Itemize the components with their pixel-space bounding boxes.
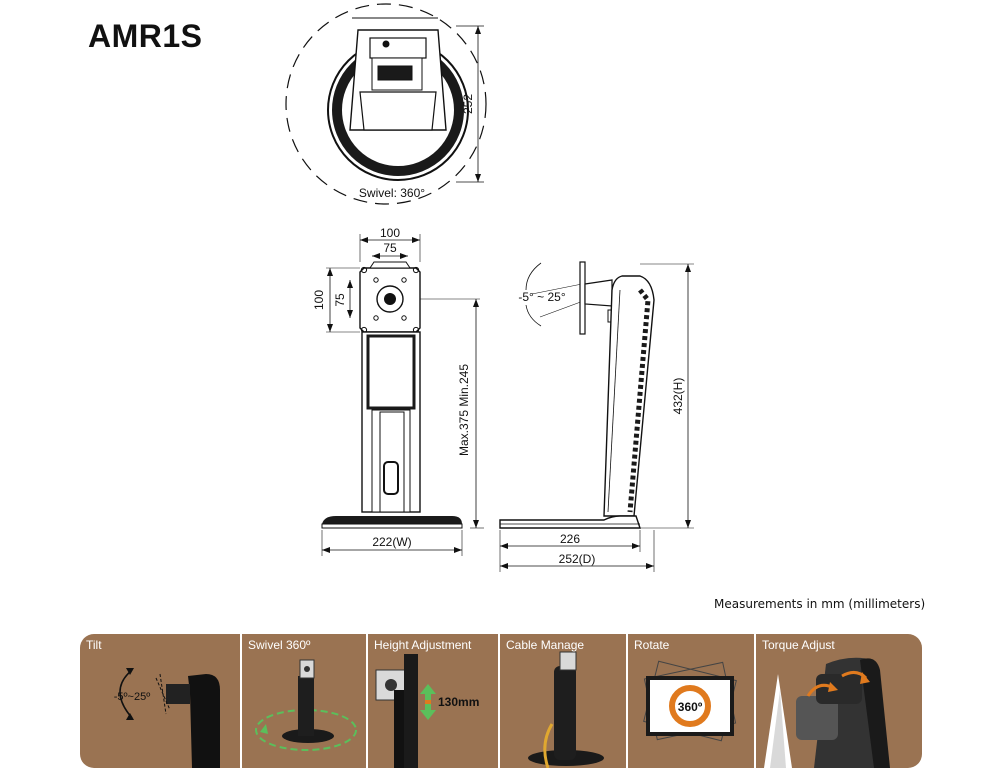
tilt-annotation: -5º~25º xyxy=(114,691,150,703)
feature-panel-swivel: Swivel 360º xyxy=(242,634,366,768)
plate-height-inner-label: 75 xyxy=(333,293,347,307)
cable-slot xyxy=(383,461,399,495)
plate-width-outer-label: 100 xyxy=(380,226,400,240)
base-depth-outer-label: 252(D) xyxy=(559,552,596,566)
vesa-head-top xyxy=(369,37,427,59)
feature-label-height: Height Adjustment xyxy=(374,638,472,652)
top-view xyxy=(285,3,487,205)
height-range-label: Max.375 Min.245 xyxy=(457,364,471,456)
swivel-illustration xyxy=(255,659,357,751)
tilt-range-label: -5° ~ 25° xyxy=(518,290,565,304)
feature-label-cable: Cable Manage xyxy=(506,638,585,652)
feature-label-torque: Torque Adjust xyxy=(762,638,835,652)
base-depth-inner-label: 226 xyxy=(560,532,580,546)
feature-label-swivel: Swivel 360º xyxy=(248,638,311,652)
feature-panel-rotate: Rotate 360º xyxy=(628,634,754,768)
swivel-path-circle xyxy=(285,3,487,205)
rotate-annotation: 360º xyxy=(678,700,703,714)
swivel-label: Swivel: 360° xyxy=(359,186,425,200)
plate-height-outer-label: 100 xyxy=(312,290,326,310)
feature-label-tilt: Tilt xyxy=(86,638,102,652)
base-width-label: 222(W) xyxy=(372,535,411,549)
feature-panel-tilt: Tilt -5º~25º xyxy=(80,634,240,768)
tilt-hinge-side xyxy=(584,279,613,307)
front-view xyxy=(321,234,484,556)
rotation-hub xyxy=(376,285,404,313)
side-view xyxy=(499,261,694,572)
base-side xyxy=(499,515,641,529)
feature-panel-torque: Torque Adjust xyxy=(756,634,922,768)
depth-dimension-label: 252 xyxy=(461,94,475,114)
feature-label-rotate: Rotate xyxy=(634,638,670,652)
cable-illustration xyxy=(528,651,604,768)
units-note: Measurements in mm (millimeters) xyxy=(714,597,926,611)
height-illustration: 130mm xyxy=(375,654,479,768)
column-top-front xyxy=(359,91,437,131)
knob-dot xyxy=(382,40,390,48)
total-height-label: 432(H) xyxy=(671,378,685,415)
hinge-block xyxy=(377,65,413,81)
feature-panel-height: Height Adjustment 130mm xyxy=(368,634,498,768)
plate-width-inner-label: 75 xyxy=(383,241,397,255)
rotate-illustration: 360º xyxy=(643,660,737,742)
tilt-illustration: -5º~25º xyxy=(114,668,220,768)
torque-illustration xyxy=(764,657,890,768)
feature-strip: Tilt -5º~25º Swivel 360º Height Adjustme… xyxy=(80,634,922,768)
height-annotation: 130mm xyxy=(438,695,479,709)
product-title: AMR1S xyxy=(88,18,203,54)
technical-drawing: 252 Swivel: 360° xyxy=(285,3,694,572)
feature-panel-cable: Cable Manage xyxy=(500,634,626,768)
monitor-plate-side xyxy=(579,261,586,335)
